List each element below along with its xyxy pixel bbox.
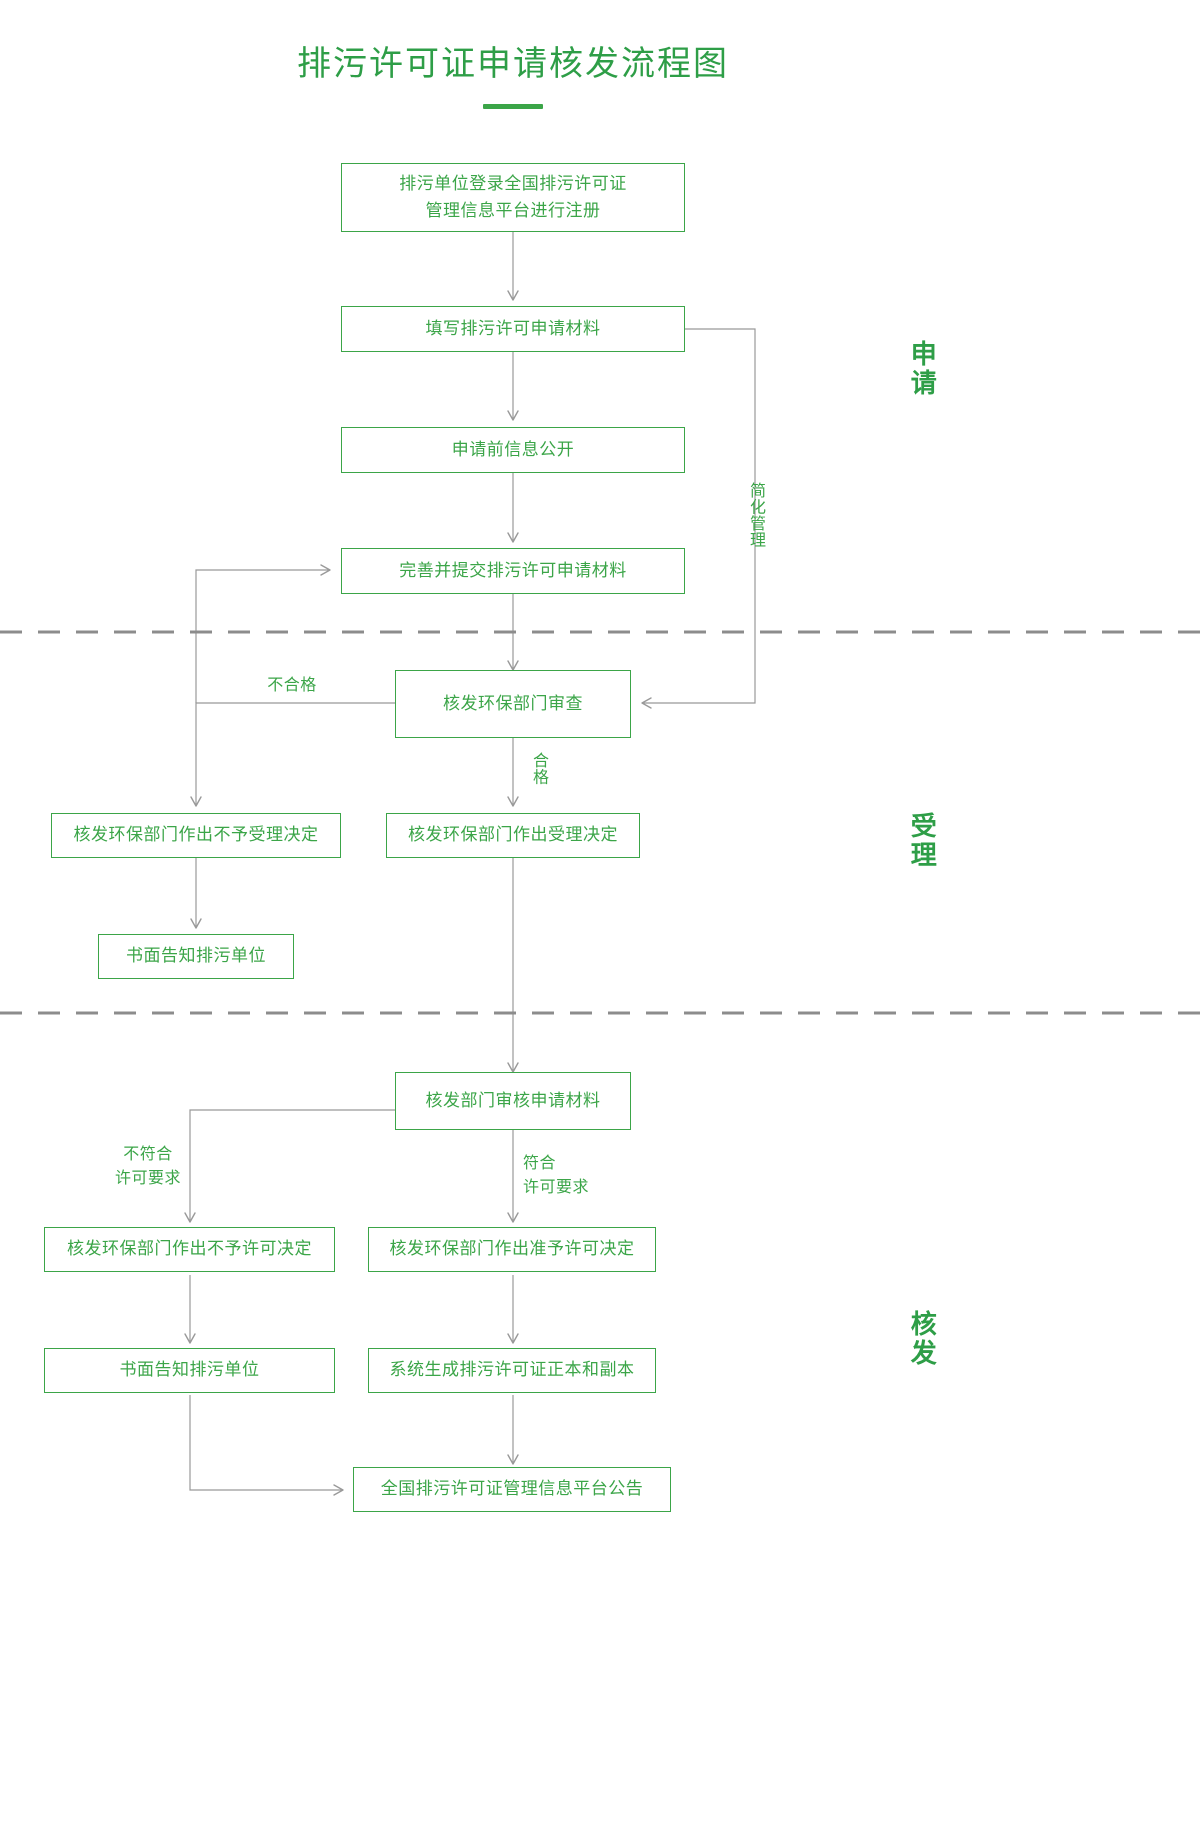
node-fill-materials[interactable]: 填写排污许可申请材料 [341, 306, 685, 352]
page-title: 排污许可证申请核发流程图 [297, 45, 729, 83]
edge-label-not-meet-requirement: 不符合 许可要求 [114, 1146, 181, 1187]
section-label-application: 申请 [907, 340, 938, 398]
node-platform-announcement[interactable]: 全国排污许可证管理信息平台公告 [353, 1467, 671, 1512]
section-label-acceptance: 受理 [907, 812, 938, 870]
edge-label-simplified-management: 简化管理 [747, 482, 764, 548]
node-written-notice-1[interactable]: 书面告知排污单位 [98, 934, 294, 979]
node-submit-materials[interactable]: 完善并提交排污许可申请材料 [341, 548, 685, 594]
node-review[interactable]: 核发环保部门审查 [395, 670, 631, 738]
edge-label-qualified: 合格 [530, 752, 547, 785]
title-underline-rule [483, 104, 543, 109]
node-pre-disclosure[interactable]: 申请前信息公开 [341, 427, 685, 473]
node-deny-permit[interactable]: 核发环保部门作出不予许可决定 [44, 1227, 335, 1272]
node-written-notice-2[interactable]: 书面告知排污单位 [44, 1348, 335, 1393]
node-register[interactable]: 排污单位登录全国排污许可证 管理信息平台进行注册 [341, 163, 685, 232]
section-label-issuance: 核发 [907, 1310, 938, 1368]
edge-label-not-qualified: 不合格 [267, 677, 317, 694]
node-grant-permit[interactable]: 核发环保部门作出准予许可决定 [368, 1227, 656, 1272]
edge-label-meet-requirement: 符合 许可要求 [523, 1155, 590, 1196]
node-reject-acceptance[interactable]: 核发环保部门作出不予受理决定 [51, 813, 341, 858]
node-examine-materials[interactable]: 核发部门审核申请材料 [395, 1072, 631, 1130]
node-acceptance-decision[interactable]: 核发环保部门作出受理决定 [386, 813, 640, 858]
node-generate-certificate[interactable]: 系统生成排污许可证正本和副本 [368, 1348, 656, 1393]
